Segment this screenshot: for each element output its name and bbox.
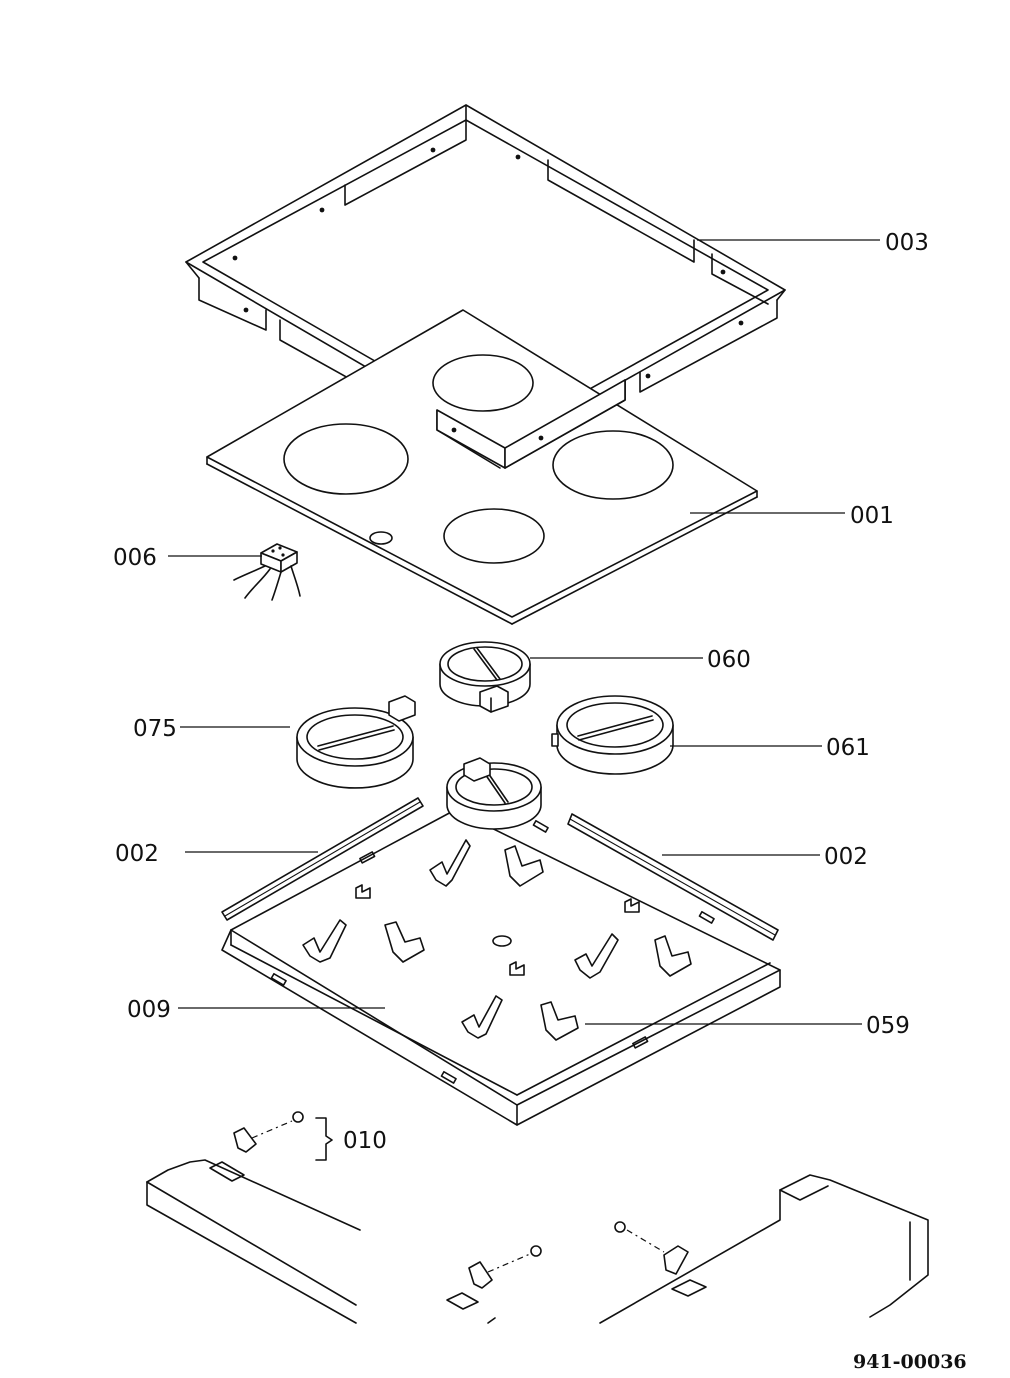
heating-element-center — [446, 757, 542, 830]
document-id: 941-00036 — [853, 1351, 967, 1373]
frame-part — [185, 104, 786, 469]
clip-group — [302, 839, 692, 1041]
terminal-block-part — [233, 543, 301, 601]
front-trim-part — [146, 1159, 929, 1324]
callout-002-left: 002 — [115, 841, 159, 867]
screw-bracket-part — [233, 1111, 333, 1161]
leader-lines — [168, 239, 880, 1025]
callout-002-right: 002 — [824, 844, 868, 870]
base-pan-part — [221, 809, 781, 1126]
callout-060: 060 — [707, 647, 751, 673]
callout-010: 010 — [343, 1128, 387, 1154]
callout-003: 003 — [885, 230, 929, 256]
callout-059: 059 — [866, 1013, 910, 1039]
frame-front-edge — [436, 379, 626, 469]
heating-element-right — [551, 695, 674, 775]
rail-right-part — [567, 813, 779, 941]
callout-006: 006 — [113, 545, 157, 571]
callout-075: 075 — [133, 716, 177, 742]
callout-061: 061 — [826, 735, 870, 761]
callout-009: 009 — [127, 997, 171, 1023]
heating-element-left — [296, 695, 416, 789]
rail-left-part — [221, 797, 424, 921]
heating-element-rear — [439, 641, 531, 713]
callout-labels: 003 001 006 060 075 061 002 002 009 059 … — [113, 230, 929, 1154]
callout-001: 001 — [850, 503, 894, 529]
glass-top-part — [206, 309, 758, 625]
